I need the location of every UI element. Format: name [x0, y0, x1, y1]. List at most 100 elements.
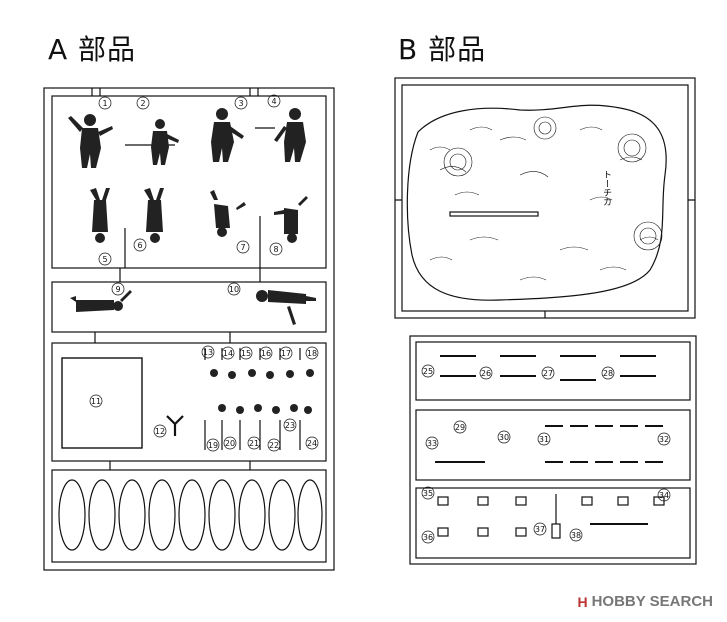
part-number-circle: [479, 366, 493, 380]
sprue-a-compartment-3: [51, 342, 327, 462]
part-number-35: 35: [423, 489, 433, 498]
part-number-circle: [98, 252, 112, 266]
figure-8: [274, 196, 308, 243]
part-number-circle: [136, 96, 150, 110]
part-number-circle: [259, 346, 273, 360]
part-number-circle: [541, 366, 555, 380]
oval-bases: [58, 479, 323, 551]
figure-10: [256, 290, 316, 325]
part-number-circle: [533, 522, 547, 536]
part-number-8: 8: [273, 245, 278, 254]
part-number-circle: [201, 345, 215, 359]
sprue-a-frame: [43, 87, 335, 571]
figure-9: [70, 290, 132, 312]
part-number-circle: [89, 394, 103, 408]
part-number-circle: [283, 418, 297, 432]
part-number-circle: [601, 366, 615, 380]
sprue-a-compartment-1: [51, 95, 327, 269]
figure-3: [211, 108, 244, 162]
bunker-label: トーチカ: [601, 170, 612, 206]
part-number-circle: [239, 346, 253, 360]
part-number-34: 34: [659, 491, 669, 500]
part-number-circle: [227, 282, 241, 296]
part-number-21: 21: [249, 439, 259, 448]
part-number-12: 12: [155, 427, 165, 436]
part-number-38: 38: [571, 531, 581, 540]
part-number-10: 10: [229, 285, 239, 294]
part-number-36: 36: [423, 533, 433, 542]
part-number-3: 3: [238, 99, 243, 108]
part-number-32: 32: [659, 435, 669, 444]
sprue-a-title: A 部品: [48, 33, 137, 66]
part-number-2: 2: [140, 99, 145, 108]
part-number-circle: [206, 438, 220, 452]
sprue-a-compartment-2: [51, 281, 327, 333]
part-number-33: 33: [427, 439, 437, 448]
part-number-circle: [223, 436, 237, 450]
part-number-circle: [421, 486, 435, 500]
part-number-circle: [421, 364, 435, 378]
part-number-circle: [221, 346, 235, 360]
part-number-26: 26: [481, 369, 491, 378]
sprue-b-weapons-frame: [409, 335, 697, 565]
sprue-a-compartment-4: [51, 469, 327, 563]
part-number-14: 14: [223, 349, 233, 358]
part-number-5: 5: [102, 255, 107, 264]
terrain-hatching: [429, 116, 663, 281]
part-number-29: 29: [455, 423, 465, 432]
part-number-13: 13: [203, 348, 213, 357]
part-number-7: 7: [240, 243, 245, 252]
sprue-b-title: B 部品: [398, 33, 487, 66]
part-number-circle: [269, 242, 283, 256]
bunker-slot: [449, 211, 539, 217]
part-number-25: 25: [423, 367, 433, 376]
part-number-24: 24: [307, 439, 317, 448]
brand-mark-icon: H: [577, 593, 588, 610]
sprue-3-boxes: [437, 494, 665, 539]
part-number-1: 1: [102, 99, 107, 108]
part-number-circle: [247, 436, 261, 450]
part-number-circle: [425, 436, 439, 450]
part-number-17: 17: [281, 349, 291, 358]
part-number-circle: [305, 346, 319, 360]
watermark: H HOBBY SEARCH: [577, 593, 713, 610]
figure-1: [68, 114, 113, 168]
part-number-circle: [267, 438, 281, 452]
figure-7: [210, 190, 246, 237]
part-number-9: 9: [115, 285, 120, 294]
part-number-15: 15: [241, 349, 251, 358]
part-number-circle: [153, 424, 167, 438]
figure-6: [144, 188, 164, 243]
part-number-circle: [234, 96, 248, 110]
sprue-b-weapons-row-2: [415, 409, 691, 481]
part-number-37: 37: [535, 525, 545, 534]
part-11-plate: [61, 357, 143, 449]
part-number-circle: [657, 432, 671, 446]
part-number-27: 27: [543, 369, 553, 378]
part-number-circle: [537, 432, 551, 446]
part-number-circle: [305, 436, 319, 450]
part-number-18: 18: [307, 349, 317, 358]
rifles: [435, 355, 663, 525]
part-number-circle: [497, 430, 511, 444]
part-number-4: 4: [271, 97, 276, 106]
part-number-11: 11: [91, 397, 101, 406]
part-number-circle: [453, 420, 467, 434]
part-number-circle: [133, 238, 147, 252]
part-number-20: 20: [225, 439, 235, 448]
sprue-b-base-frame: [394, 77, 696, 319]
figure-4: [274, 108, 306, 162]
part-number-circle: [111, 282, 125, 296]
part-number-circle: [657, 488, 671, 502]
sprue-b-base-inner: [401, 84, 689, 312]
sprue-b-weapons-row-1: [415, 341, 691, 401]
part-number-circle: [569, 528, 583, 542]
figure-5: [90, 188, 110, 243]
figure-2: [151, 119, 179, 165]
part-number-22: 22: [269, 441, 279, 450]
part-number-circle: [236, 240, 250, 254]
part-number-31: 31: [539, 435, 549, 444]
part-number-28: 28: [603, 369, 613, 378]
part-number-circle: [421, 530, 435, 544]
